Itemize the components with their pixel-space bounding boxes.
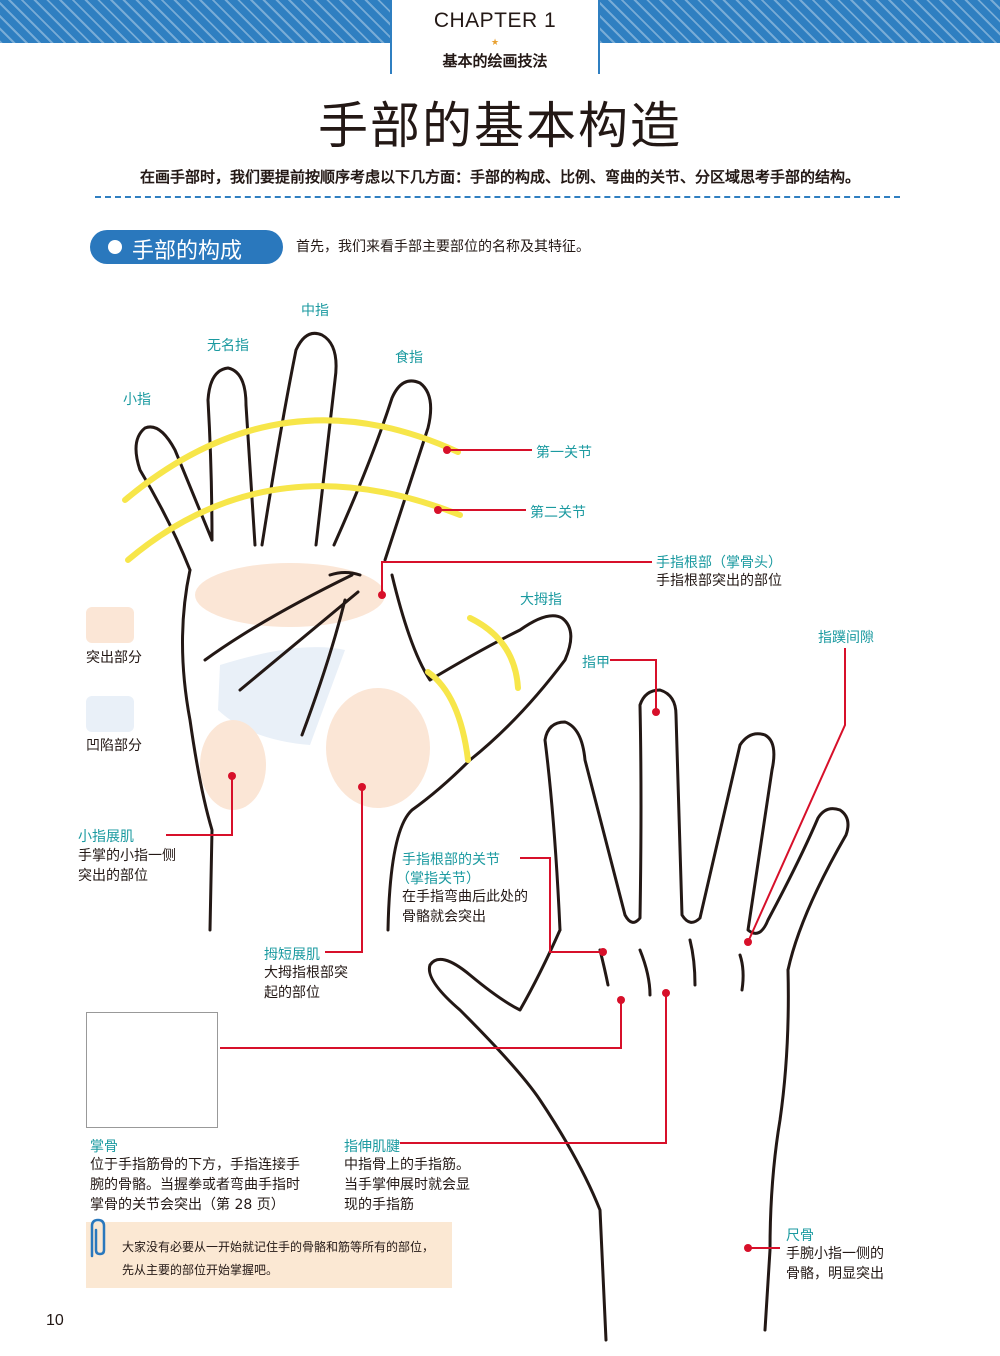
mcp-desc-1: 在手指弯曲后此处的	[402, 889, 528, 905]
section-heading: 手部的构成	[90, 230, 283, 264]
label-thenar: 拇短展肌	[264, 947, 320, 963]
star-icon: ★	[490, 38, 500, 48]
legend-label-raised: 突出部分	[86, 650, 142, 666]
paperclip-icon	[90, 1218, 106, 1258]
chapter-subtitle: 基本的绘画技法	[442, 52, 548, 70]
chapter-label: CHAPTER 1	[433, 9, 557, 32]
tip-note: 大家没有必要从一开始就记住手的骨骼和筋等所有的部位，先从主要的部位开始掌握吧。	[86, 1222, 452, 1288]
chapter-box: CHAPTER 1 ★ 基本的绘画技法	[390, 0, 600, 74]
label-hypothenar: 小指展肌	[78, 829, 134, 845]
label-metacarpal: 掌骨	[90, 1139, 118, 1155]
header-band-right	[600, 0, 1000, 43]
legend-label-sunken: 凹陷部分	[86, 738, 142, 754]
label-mcp-1: 手指根部的关节	[402, 852, 500, 868]
section-heading-text: 手部的构成	[132, 239, 243, 264]
palm-hand	[134, 331, 573, 932]
page-number: 10	[46, 1312, 64, 1329]
label-middle-finger: 中指	[301, 303, 329, 319]
hypothenar-desc-1: 手掌的小指一侧	[78, 848, 176, 864]
label-web-space: 指蹼间隙	[818, 630, 874, 646]
label-ring-finger: 无名指	[207, 338, 249, 354]
leader-dots	[228, 446, 752, 1252]
label-little-finger: 小指	[123, 392, 151, 408]
label-mcp-2: （掌指关节）	[396, 871, 480, 887]
label-knuckle: 手指根部（掌骨头）	[656, 555, 782, 571]
metacarpal-inset-frame	[86, 1012, 218, 1128]
label-second-joint: 第二关节	[530, 505, 586, 521]
metacarpal-desc-1: 位于手指筋骨的下方，手指连接手	[90, 1157, 300, 1173]
metacarpal-desc-3: 掌骨的关节会突出（第 28 页）	[90, 1197, 285, 1213]
legend-swatch-raised	[86, 607, 134, 643]
extensor-desc-2: 当手掌伸展时就会显	[344, 1177, 470, 1193]
label-nail: 指甲	[582, 655, 610, 671]
leader-lines	[166, 449, 846, 1249]
mcp-desc-2: 骨骼就会突出	[402, 909, 486, 925]
page-title: 手部的基本构造	[318, 97, 682, 155]
label-ulna: 尺骨	[786, 1228, 814, 1244]
ulna-desc-2: 骨骼，明显突出	[786, 1266, 884, 1282]
thenar-desc-2: 起的部位	[264, 985, 320, 1001]
knuckle-desc: 手指根部突出的部位	[656, 573, 782, 589]
joint-arcs	[122, 417, 521, 763]
back-hand	[427, 688, 850, 1342]
label-index-finger: 食指	[395, 350, 423, 366]
dashed-divider	[95, 196, 900, 198]
metacarpal-desc-2: 腕的骨骼。当握拳或者弯曲手指时	[90, 1177, 300, 1193]
label-thumb: 大拇指	[520, 592, 562, 608]
bullet-icon	[108, 240, 122, 254]
legend-swatch-sunken	[86, 696, 134, 732]
tip-note-text: 大家没有必要从一开始就记住手的骨骼和筋等所有的部位，先从主要的部位开始掌握吧。	[122, 1240, 435, 1277]
section-intro: 首先，我们来看手部主要部位的名称及其特征。	[296, 239, 590, 255]
label-extensor: 指伸肌腱	[344, 1139, 400, 1155]
label-first-joint: 第一关节	[536, 445, 592, 461]
header-band-left	[0, 0, 390, 43]
intro-text: 在画手部时，我们要提前按顺序考虑以下几方面：手部的构成、比例、弯曲的关节、分区域…	[139, 168, 860, 186]
palm-regions	[195, 563, 430, 810]
thenar-desc-1: 大拇指根部突	[264, 965, 348, 981]
extensor-desc-1: 中指骨上的手指筋。	[344, 1157, 470, 1173]
extensor-desc-3: 现的手指筋	[344, 1197, 414, 1213]
ulna-desc-1: 手腕小指一侧的	[786, 1246, 884, 1262]
hypothenar-desc-2: 突出的部位	[78, 868, 148, 884]
